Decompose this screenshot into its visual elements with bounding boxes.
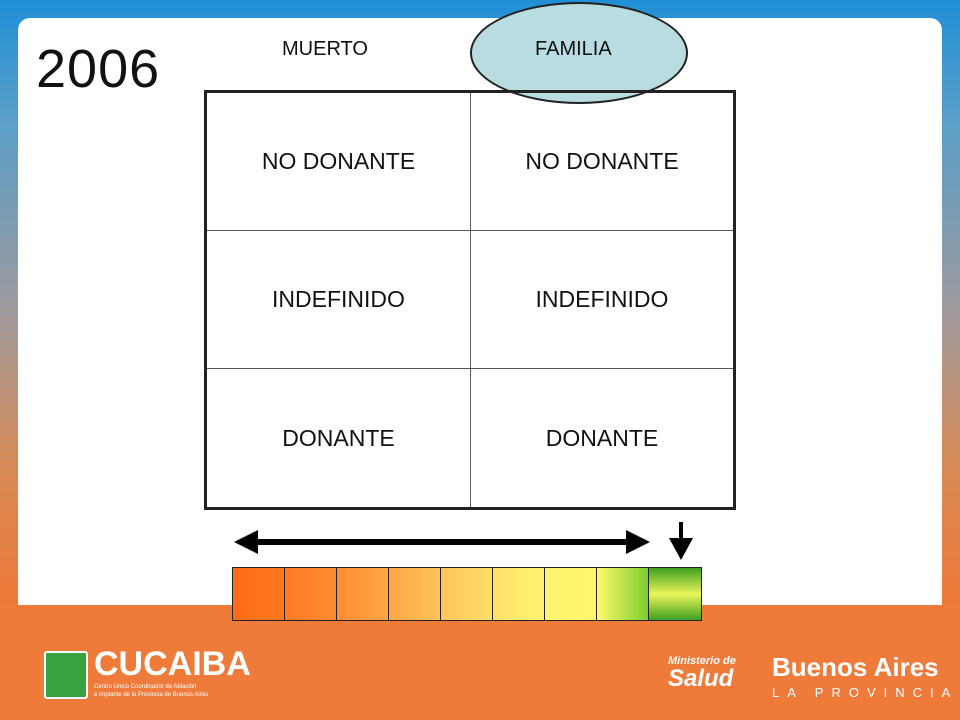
ministerio-line2: Salud: [668, 665, 734, 692]
cell-muerto-row3: DONANTE: [207, 369, 471, 507]
column-header-muerto: MUERTO: [282, 38, 368, 60]
ministerio-logo: Ministerio de Salud: [668, 655, 736, 693]
year-title: 2006: [36, 39, 161, 99]
highlight-ellipse: [470, 2, 688, 104]
down-arrow-icon: [669, 522, 693, 560]
footer-band: [0, 605, 960, 720]
scale-segment: [649, 568, 701, 620]
cucaiba-emblem-icon: [44, 651, 88, 699]
cell-muerto-row1: NO DONANTE: [207, 93, 471, 231]
cucaiba-brand: CUCAIBA: [94, 645, 251, 683]
scale-segment: [337, 568, 389, 620]
color-scale: [232, 567, 702, 621]
cell-familia-row2: INDEFINIDO: [471, 231, 733, 369]
scale-segment: [389, 568, 441, 620]
slide-panel: [18, 18, 942, 633]
cucaiba-tagline-2: e implante de la Provincia de Buenos Air…: [94, 692, 209, 698]
scale-segment: [493, 568, 545, 620]
cucaiba-tagline-1: Centro Unico Coordinador de Ablación: [94, 684, 197, 690]
cucaiba-tagline: Centro Unico Coordinador de Ablación e i…: [94, 683, 208, 699]
status-grid: NO DONANTE NO DONANTE INDEFINIDO INDEFIN…: [204, 90, 736, 510]
cell-familia-row3: DONANTE: [545, 424, 659, 451]
province-line2: LA PROVINCIA: [772, 685, 959, 700]
cell-muerto-row2: INDEFINIDO: [207, 231, 471, 369]
ministerio-line1: Ministerio de: [668, 655, 736, 667]
province-line1: Buenos Aires: [772, 652, 939, 682]
arrows: [234, 522, 693, 560]
column-header-familia: FAMILIA: [535, 38, 612, 60]
scale-segment: [233, 568, 285, 620]
scale-segment: [597, 568, 649, 620]
scale-segment: [441, 568, 493, 620]
cell-familia-row1: NO DONANTE: [471, 93, 733, 231]
province-logo: Buenos Aires LA PROVINCIA: [772, 652, 958, 700]
scale-segment: [285, 568, 337, 620]
double-arrow-icon: [234, 530, 650, 554]
scale-segment: [545, 568, 597, 620]
